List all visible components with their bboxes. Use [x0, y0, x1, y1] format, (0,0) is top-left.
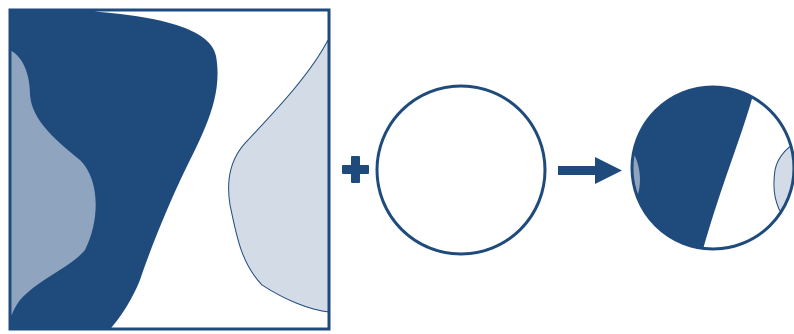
plus-sign [342, 156, 369, 183]
right-arrow [558, 157, 622, 184]
source-square [10, 10, 329, 329]
result-circle [620, 80, 794, 260]
empty-circle [377, 86, 545, 254]
